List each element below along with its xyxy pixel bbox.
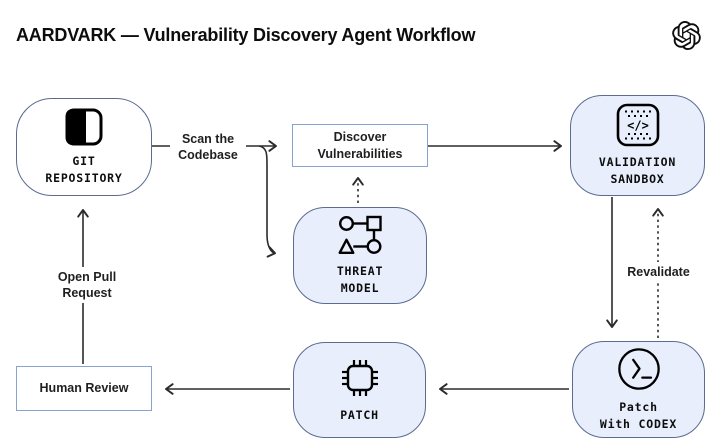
svg-text:</>: </>: [627, 119, 649, 133]
threat-model-graph-icon: [338, 216, 382, 255]
sandbox-code-icon: </>: [616, 104, 659, 147]
page-title: AARDVARK — Vulnerability Discovery Agent…: [16, 25, 476, 45]
node-patch: PATCH: [293, 342, 426, 438]
edge-label-revalidate: Revalidate: [620, 262, 697, 282]
patch-chip-icon: [341, 360, 378, 397]
edge-scan-to-threat-model: [258, 145, 276, 258]
repository-icon: [65, 108, 103, 146]
openai-logo-icon: [672, 21, 701, 50]
node-human-review: Human Review: [16, 366, 152, 411]
codex-terminal-icon: [617, 348, 660, 391]
node-label: Human Review: [39, 381, 129, 396]
node-label: PATCH: [340, 408, 379, 423]
edge-label-scan-codebase: Scan the Codebase: [170, 129, 246, 165]
edge-label-open-pull-request: Open Pull Request: [49, 267, 125, 303]
